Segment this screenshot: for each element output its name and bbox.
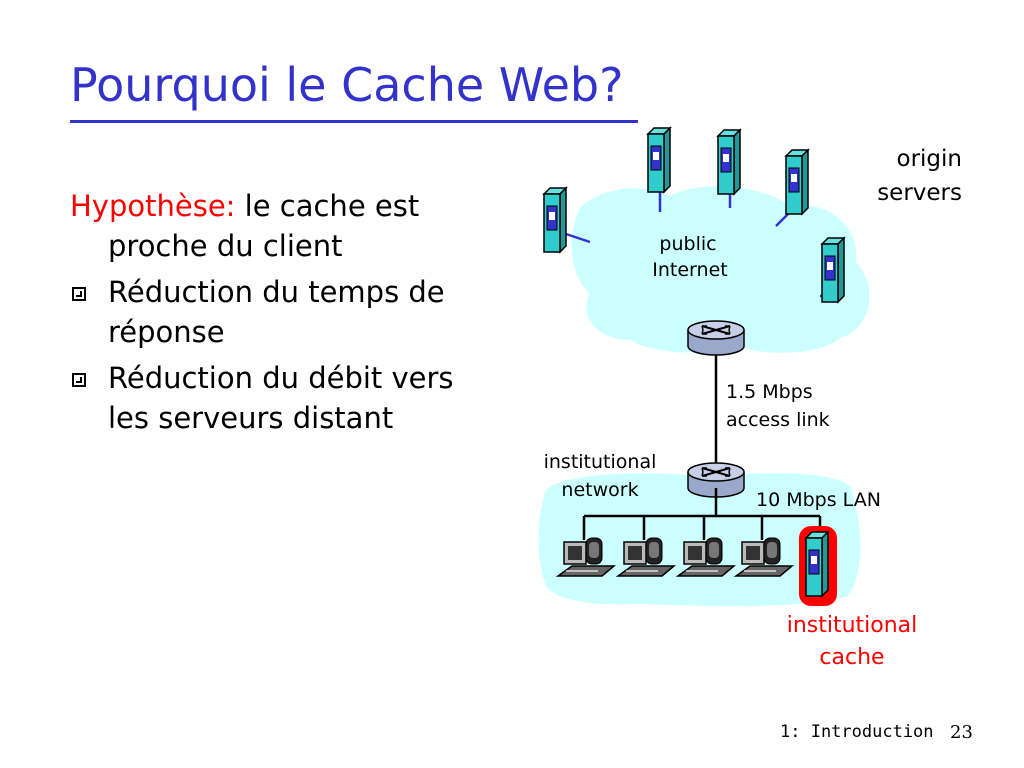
access-link-label-2: access link bbox=[726, 409, 830, 431]
lan-label: 10 Mbps LAN bbox=[756, 489, 881, 511]
slide-title: Pourquoi le Cache Web? bbox=[70, 58, 624, 112]
institutional-cache-label-2: cache bbox=[819, 645, 884, 670]
institutional-cache-label-1: institutional bbox=[787, 613, 918, 638]
origin-server-icon bbox=[785, 149, 809, 215]
institutional-cache-server-icon bbox=[805, 531, 829, 597]
footer-section: 1: Introduction bbox=[780, 722, 934, 742]
checkbox-bullet-icon bbox=[72, 373, 86, 387]
institutional-network-label-1: institutional bbox=[544, 451, 657, 473]
page-number: 23 bbox=[950, 722, 973, 743]
bullet-item: Réduction du temps de réponse bbox=[70, 272, 490, 352]
origin-server-icon bbox=[543, 187, 567, 253]
checkbox-bullet-icon bbox=[72, 287, 86, 301]
access-link-label-1: 1.5 Mbps bbox=[726, 381, 813, 403]
router-icon bbox=[687, 320, 745, 356]
hypothesis-text: le cache est proche du client bbox=[108, 189, 420, 263]
origin-servers-label-2: servers bbox=[877, 180, 962, 206]
origin-server-icon bbox=[821, 237, 845, 303]
hypothesis-lead: Hypothèse: bbox=[70, 189, 236, 223]
bullet-list: Hypothèse: le cache est proche du client… bbox=[70, 186, 490, 444]
public-internet-label-1: public bbox=[659, 233, 716, 255]
institutional-network-label-2: network bbox=[561, 479, 638, 501]
public-internet-cloud bbox=[571, 186, 870, 353]
bullet-text: Réduction du temps de réponse bbox=[108, 275, 445, 349]
title-underline bbox=[70, 120, 638, 123]
lan-bus bbox=[582, 488, 822, 540]
origin-servers-label-1: origin bbox=[897, 146, 963, 172]
public-internet-label-2: Internet bbox=[652, 259, 727, 281]
hypothesis-line: Hypothèse: le cache est proche du client bbox=[70, 186, 490, 266]
origin-server-icon bbox=[647, 127, 671, 193]
bullet-item: Réduction du débit vers les serveurs dis… bbox=[70, 358, 490, 438]
origin-server-icon bbox=[717, 129, 741, 195]
bullet-text: Réduction du débit vers les serveurs dis… bbox=[108, 361, 454, 435]
